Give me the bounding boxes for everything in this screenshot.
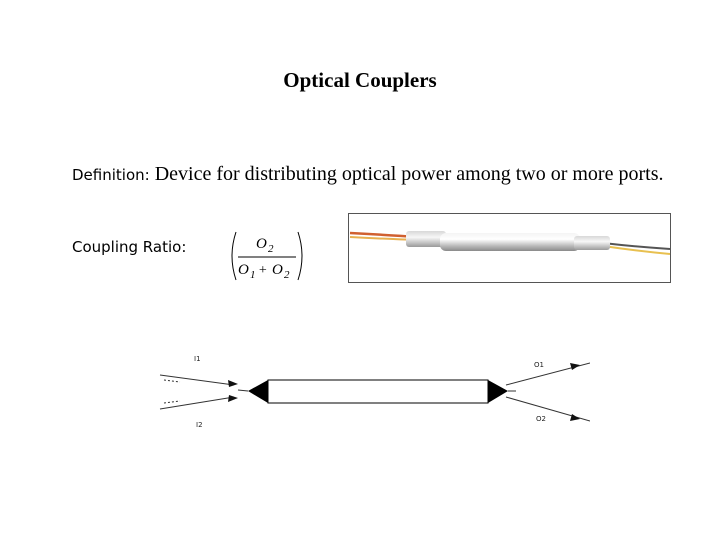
coupling-ratio-formula: O 2 O 1 + O 2 bbox=[231, 231, 303, 281]
left-taper bbox=[248, 380, 268, 403]
formula-numerator: O bbox=[256, 236, 267, 252]
arrow-i1-icon bbox=[228, 380, 238, 387]
left-sleeve bbox=[406, 231, 446, 247]
port-label-o2: O2 bbox=[536, 415, 546, 423]
coupler-body bbox=[267, 379, 489, 404]
formula-numerator-sub: 2 bbox=[268, 243, 274, 255]
port-label-i1: I1 bbox=[194, 355, 201, 363]
slide-title: Optical Couplers bbox=[283, 68, 437, 92]
port-label-o1: O1 bbox=[534, 361, 544, 369]
right-paren bbox=[297, 231, 303, 281]
formula-denom-o2-sub: 2 bbox=[284, 269, 290, 281]
formula-denom-o1-sub: 1 bbox=[250, 269, 256, 281]
arrow-i2-icon bbox=[228, 395, 238, 402]
coupler-photo bbox=[348, 213, 671, 283]
left-paren bbox=[231, 231, 237, 281]
input-fiber-i1 bbox=[159, 374, 235, 386]
coupler-tube bbox=[440, 233, 580, 251]
input-fiber-i2 bbox=[159, 396, 235, 410]
input-junction bbox=[237, 389, 249, 392]
coupler-diagram: I1 I2 O1 O2 bbox=[159, 355, 590, 429]
definition-label: Definition: bbox=[72, 166, 150, 184]
input-i1-dash bbox=[163, 379, 181, 383]
port-label-i2: I2 bbox=[196, 421, 203, 429]
formula-denom-o1: O bbox=[238, 262, 249, 278]
coupling-ratio-label: Coupling Ratio: bbox=[72, 238, 187, 256]
arrow-o1-icon bbox=[570, 363, 580, 370]
definition-text: Device for distributing optical power am… bbox=[149, 163, 664, 185]
formula-plus: + bbox=[258, 263, 267, 278]
right-taper bbox=[488, 380, 508, 403]
definition-paragraph: Definition: Device for distributing opti… bbox=[72, 160, 682, 189]
arrow-o2-icon bbox=[570, 414, 580, 421]
formula-denom-o2: O bbox=[272, 262, 283, 278]
right-sleeve bbox=[574, 236, 610, 250]
input-i2-dash bbox=[163, 400, 181, 404]
